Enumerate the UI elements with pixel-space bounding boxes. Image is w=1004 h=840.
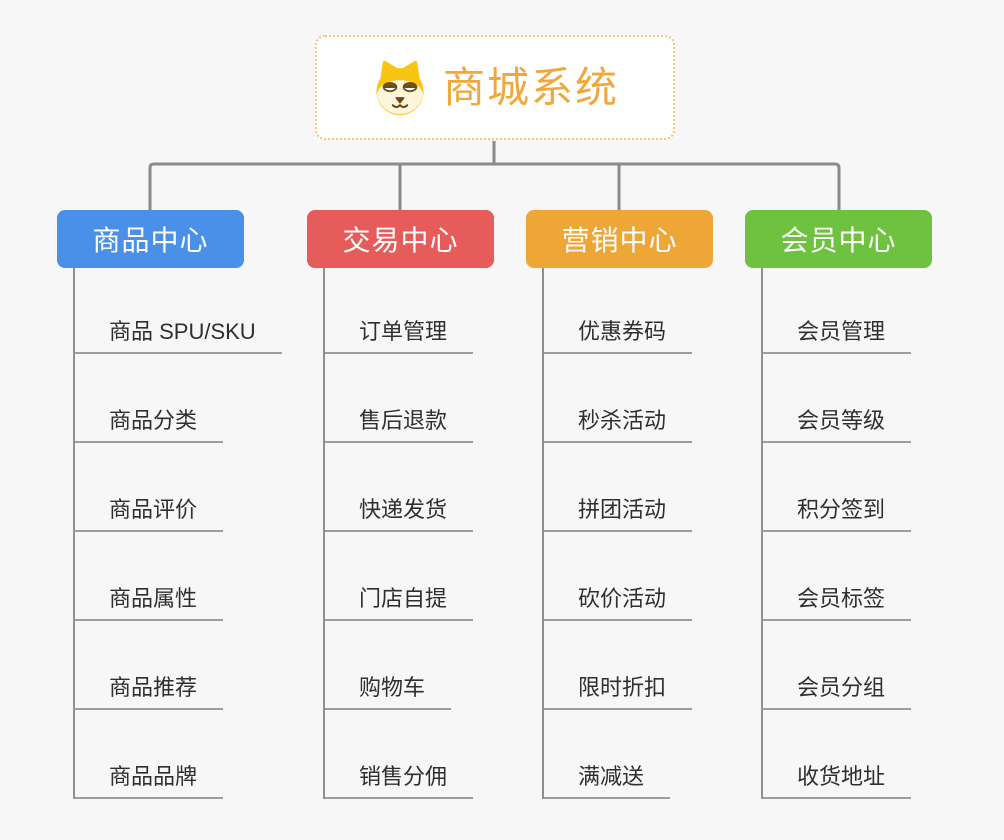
leaf-node[interactable]: 快递发货 [325,443,474,532]
leaf-node[interactable]: 商品属性 [75,532,224,621]
leaf-node[interactable]: 商品品牌 [75,710,224,799]
branch-node-product-center[interactable]: 商品中心 [57,210,244,268]
leaf-node[interactable]: 秒杀活动 [544,354,693,443]
leaf-node[interactable]: 优惠券码 [544,268,693,354]
children-list-marketing: 优惠券码 秒杀活动 拼团活动 砍价活动 限时折扣 满减送 [542,268,693,799]
leaf-node[interactable]: 会员管理 [763,268,912,354]
leaf-node[interactable]: 商品 SPU/SKU [75,268,282,354]
branch-node-marketing-center[interactable]: 营销中心 [526,210,713,268]
leaf-node[interactable]: 购物车 [325,621,452,710]
leaf-node[interactable]: 会员标签 [763,532,912,621]
branch-node-member-center[interactable]: 会员中心 [745,210,932,268]
leaf-node[interactable]: 拼团活动 [544,443,693,532]
children-list-trade: 订单管理 售后退款 快递发货 门店自提 购物车 销售分佣 [323,268,474,799]
leaf-node[interactable]: 会员等级 [763,354,912,443]
leaf-node[interactable]: 售后退款 [325,354,474,443]
leaf-node[interactable]: 门店自提 [325,532,474,621]
children-list-product: 商品 SPU/SKU 商品分类 商品评价 商品属性 商品推荐 商品品牌 [73,268,282,799]
leaf-node[interactable]: 满减送 [544,710,671,799]
children-list-member: 会员管理 会员等级 积分签到 会员标签 会员分组 收货地址 [761,268,912,799]
leaf-node[interactable]: 订单管理 [325,268,474,354]
leaf-node[interactable]: 积分签到 [763,443,912,532]
leaf-node[interactable]: 商品分类 [75,354,224,443]
leaf-node[interactable]: 销售分佣 [325,710,474,799]
dog-face-icon [376,60,424,115]
leaf-node[interactable]: 商品推荐 [75,621,224,710]
branch-bus-line [148,162,841,211]
leaf-node[interactable]: 会员分组 [763,621,912,710]
root-title: 商城系统 [442,63,619,111]
root-node[interactable]: 商城系统 [315,35,675,140]
leaf-node[interactable]: 商品评价 [75,443,224,532]
branch-node-trade-center[interactable]: 交易中心 [307,210,494,268]
leaf-node[interactable]: 砍价活动 [544,532,693,621]
leaf-node[interactable]: 限时折扣 [544,621,693,710]
leaf-node[interactable]: 收货地址 [763,710,912,799]
